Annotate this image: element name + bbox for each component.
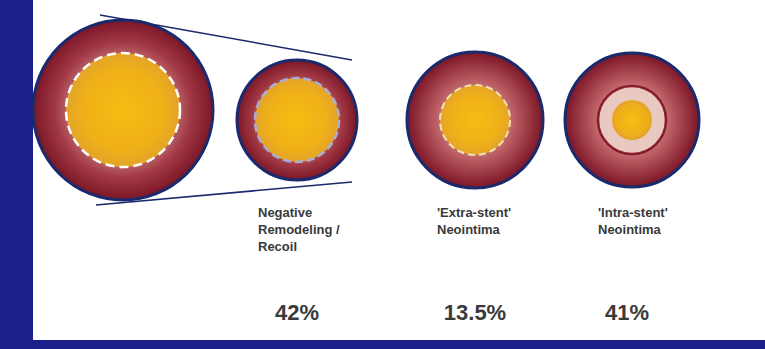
slide-panel (33, 0, 765, 340)
percent-value: 13.5% (420, 300, 530, 326)
original-vessel (33, 20, 213, 200)
percent-value: 42% (247, 300, 347, 326)
caption-text: 'Extra-stent' Neointima (437, 204, 547, 238)
intra-stent-vessel (565, 53, 699, 187)
caption-text: Negative Remodeling / Recoil (258, 204, 358, 255)
percent-value: 41% (577, 300, 677, 326)
extra-stent-vessel (407, 52, 543, 188)
caption-text: 'Intra-stent' Neointima (598, 204, 708, 238)
recoiled-vessel (237, 60, 357, 180)
